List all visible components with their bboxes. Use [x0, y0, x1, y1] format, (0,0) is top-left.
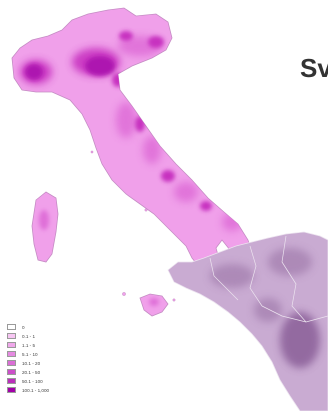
legend-label: 0	[22, 324, 25, 330]
legend-item: 5.1 - 10	[7, 350, 77, 359]
legend-swatch	[7, 342, 16, 349]
legend-swatch	[7, 351, 16, 358]
legend-swatch	[7, 333, 16, 340]
legend-swatch	[7, 369, 16, 376]
legend-item: 50.1 - 100	[7, 377, 77, 386]
legend-label: 5.1 - 10	[22, 351, 38, 357]
legend-swatch	[7, 360, 16, 367]
legend-label: 1.1 - 5	[22, 342, 36, 348]
legend-item: 100.1 - 1,000	[7, 386, 77, 395]
map-title: Sv	[300, 53, 328, 83]
legend-item: 1.1 - 5	[7, 341, 77, 350]
legend-item: 0.1 - 1	[7, 332, 77, 341]
legend-label: 10.1 - 20	[22, 360, 41, 366]
legend-swatch	[7, 378, 16, 385]
legend-item: 10.1 - 20	[7, 359, 77, 368]
legend-label: 20.1 - 50	[22, 369, 41, 375]
legend-swatch	[7, 387, 16, 394]
legend-swatch	[7, 324, 16, 331]
coastal-fragments	[90, 150, 176, 302]
legend-label: 100.1 - 1,000	[22, 387, 50, 393]
italy-region	[11, 7, 255, 317]
legend-label: 0.1 - 1	[22, 333, 36, 339]
legend-label: 50.1 - 100	[22, 378, 43, 384]
legend-item: 20.1 - 50	[7, 368, 77, 377]
italy-density-blotches	[20, 31, 242, 306]
balkans-land	[167, 231, 328, 411]
balkans-density-blotches	[210, 248, 320, 368]
legend: 0 0.1 - 1 1.1 - 5 5.1 - 10 10.1 - 20 20.1 - 5…	[7, 323, 77, 395]
balkans-internal-borders	[209, 235, 328, 323]
balkans-region	[167, 231, 328, 411]
legend-item: 0	[7, 323, 77, 332]
